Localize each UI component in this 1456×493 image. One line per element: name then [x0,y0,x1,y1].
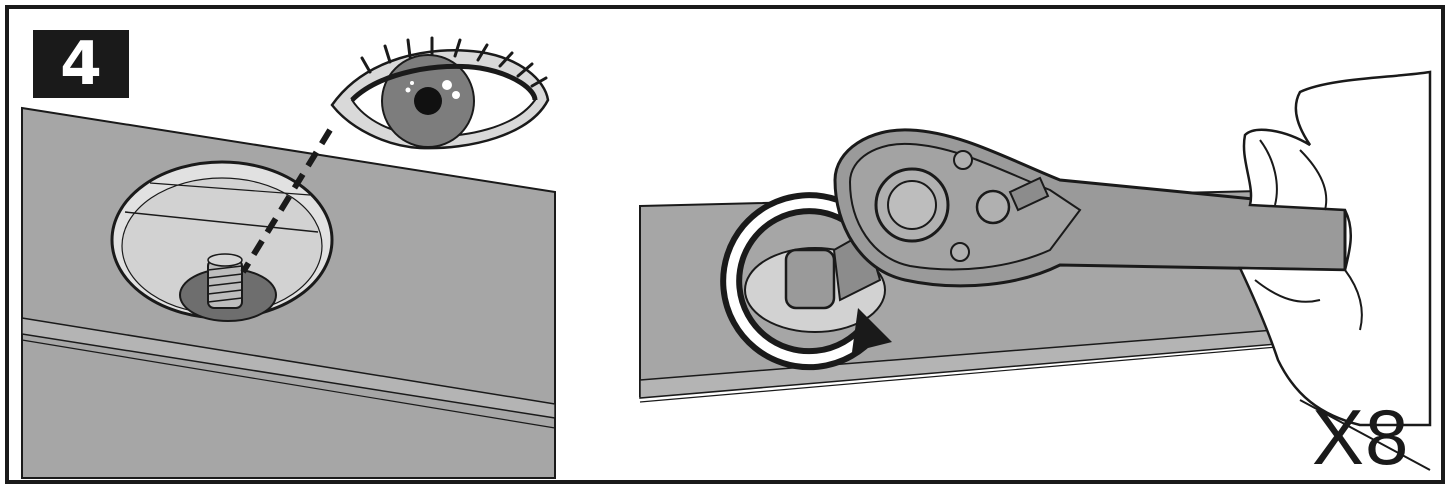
step-number-badge: 4 [33,30,129,98]
eye-icon [332,38,548,148]
quantity-label: X8 [1312,398,1409,476]
left-scene [22,38,555,478]
